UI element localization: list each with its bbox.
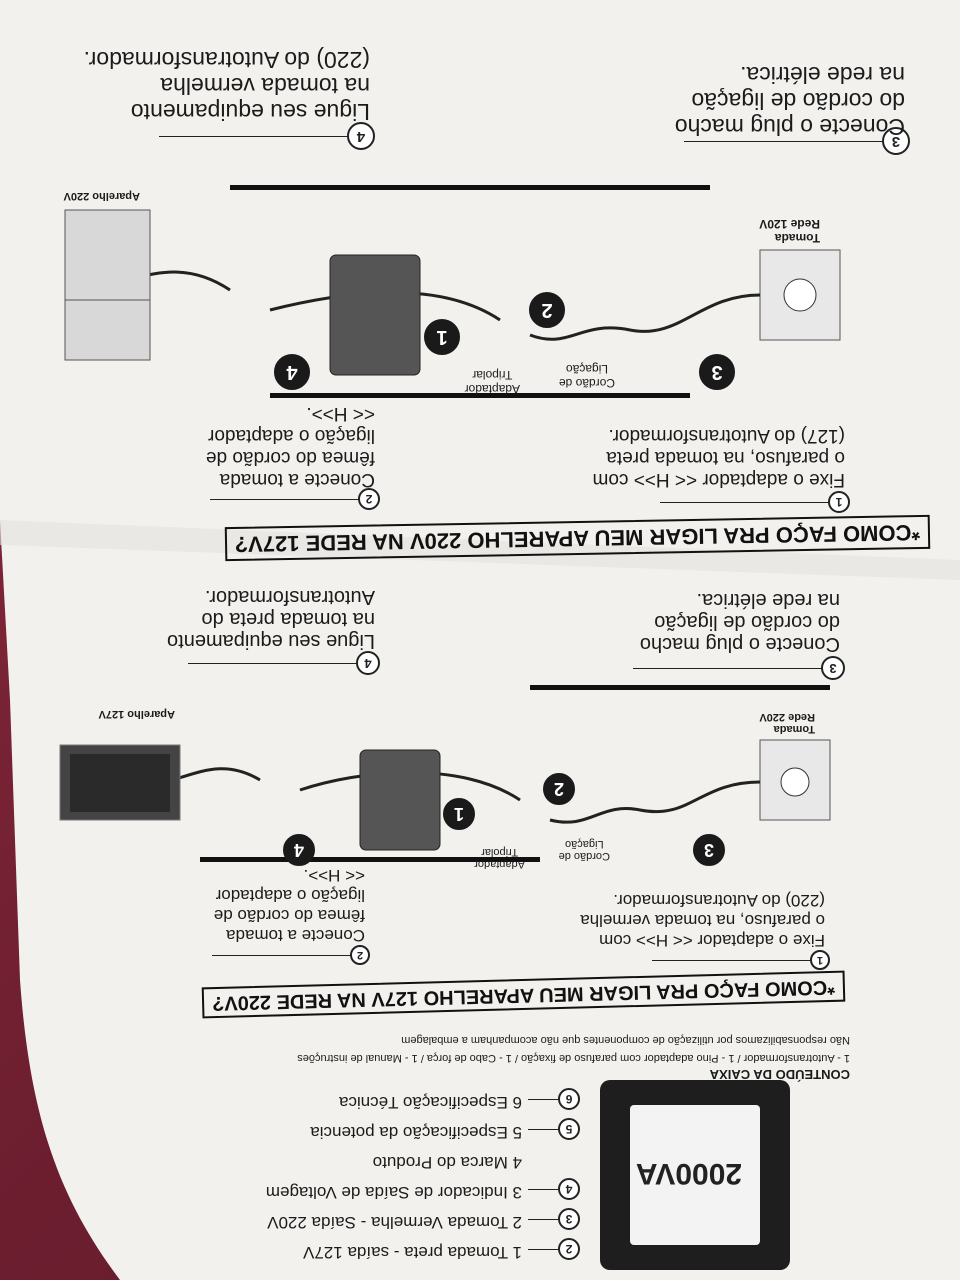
step-number: 1: [810, 950, 830, 970]
diagram-number: 3: [693, 834, 725, 866]
legend-text: 4 Marca do Produto: [372, 1153, 522, 1172]
diagram-number: 1: [443, 798, 475, 830]
legend-number: 5: [558, 1118, 580, 1140]
wiring-diagram: [64, 209, 841, 376]
diagram-number: 3: [699, 354, 735, 390]
diagram-number: 4: [274, 354, 310, 390]
legend-text: 5 Especificação da potencia: [310, 1123, 522, 1142]
cord-line: [549, 780, 761, 824]
contents-line: 1 - Autotransformador / 1 - Pino adaptad…: [297, 1052, 850, 1064]
device-picture: 2000VA: [600, 1080, 790, 1270]
divider: [230, 185, 710, 190]
step-number: 4: [347, 122, 375, 150]
section-a-step4-text: Ligue seu equipamento na tomada preta do…: [167, 586, 375, 652]
diagram-number: 1: [424, 319, 460, 355]
step-number: 3: [821, 656, 845, 680]
legend-number: 2: [558, 1238, 580, 1260]
device-rating: 2000VA: [635, 1157, 742, 1190]
transformer-shape: [359, 749, 441, 851]
section-b-step2-text: Conecte a tomada fêmea do cordão de liga…: [205, 403, 375, 490]
device-label: Aparelho 220V: [63, 190, 140, 202]
section-a-step3-text: Conecte o plug macho do cordão de ligaçã…: [639, 589, 840, 655]
section-b-step4-text: Ligue seu equipamento na tomada vermelha…: [83, 47, 370, 125]
fridge-shape: [64, 209, 151, 361]
section-b-title: *COMO FAÇO PRA LIGAR MEU APARELHO 220V N…: [224, 514, 931, 562]
cord-line: [529, 293, 761, 341]
legend-text: 3 Indicador de Saída de Voltagem: [265, 1183, 522, 1202]
divider: [530, 685, 830, 690]
legend-text: 1 Tomada preta - saída 127V: [303, 1243, 522, 1262]
diagram-number: 4: [283, 834, 315, 866]
legend-text: 2 Tomada Vermelha - Saída 220V: [267, 1213, 522, 1232]
section-a-step1-text: Fixe o adaptador << H>> com o parafuso, …: [580, 891, 825, 950]
device-label: Aparelho 127V: [98, 708, 175, 720]
section-b-step1-text: Fixe o adaptador << H>> com o parafuso, …: [592, 425, 845, 490]
transformer-shape: [329, 254, 421, 376]
section-a-step2-text: Conecte a tomada fêmea do cordão de liga…: [213, 866, 365, 945]
legend-number: 3: [558, 1208, 580, 1230]
diagram-number: 2: [543, 773, 575, 805]
section-a-title: *COMO FAÇO PRA LIGAR MEU APARELHO 127V N…: [201, 970, 846, 1019]
step-number: 4: [356, 651, 380, 675]
legend-text: 6 Especificação Técnica: [338, 1093, 522, 1112]
diagram-number: 2: [529, 292, 565, 328]
legend-number: 6: [558, 1088, 580, 1110]
wiring-diagram: [59, 739, 831, 851]
step-number: 2: [350, 945, 370, 965]
step-number: 2: [358, 488, 380, 510]
step-number: 1: [828, 491, 850, 513]
legend-number: 4: [558, 1178, 580, 1200]
contents-title: CONTEÚDO DA CAIXA: [709, 1067, 850, 1082]
contents-note: Não responsabilizamos por utilização de …: [401, 1034, 850, 1046]
section-b-step3-text: Conecte o plug macho do cordão de ligaçã…: [674, 62, 905, 140]
